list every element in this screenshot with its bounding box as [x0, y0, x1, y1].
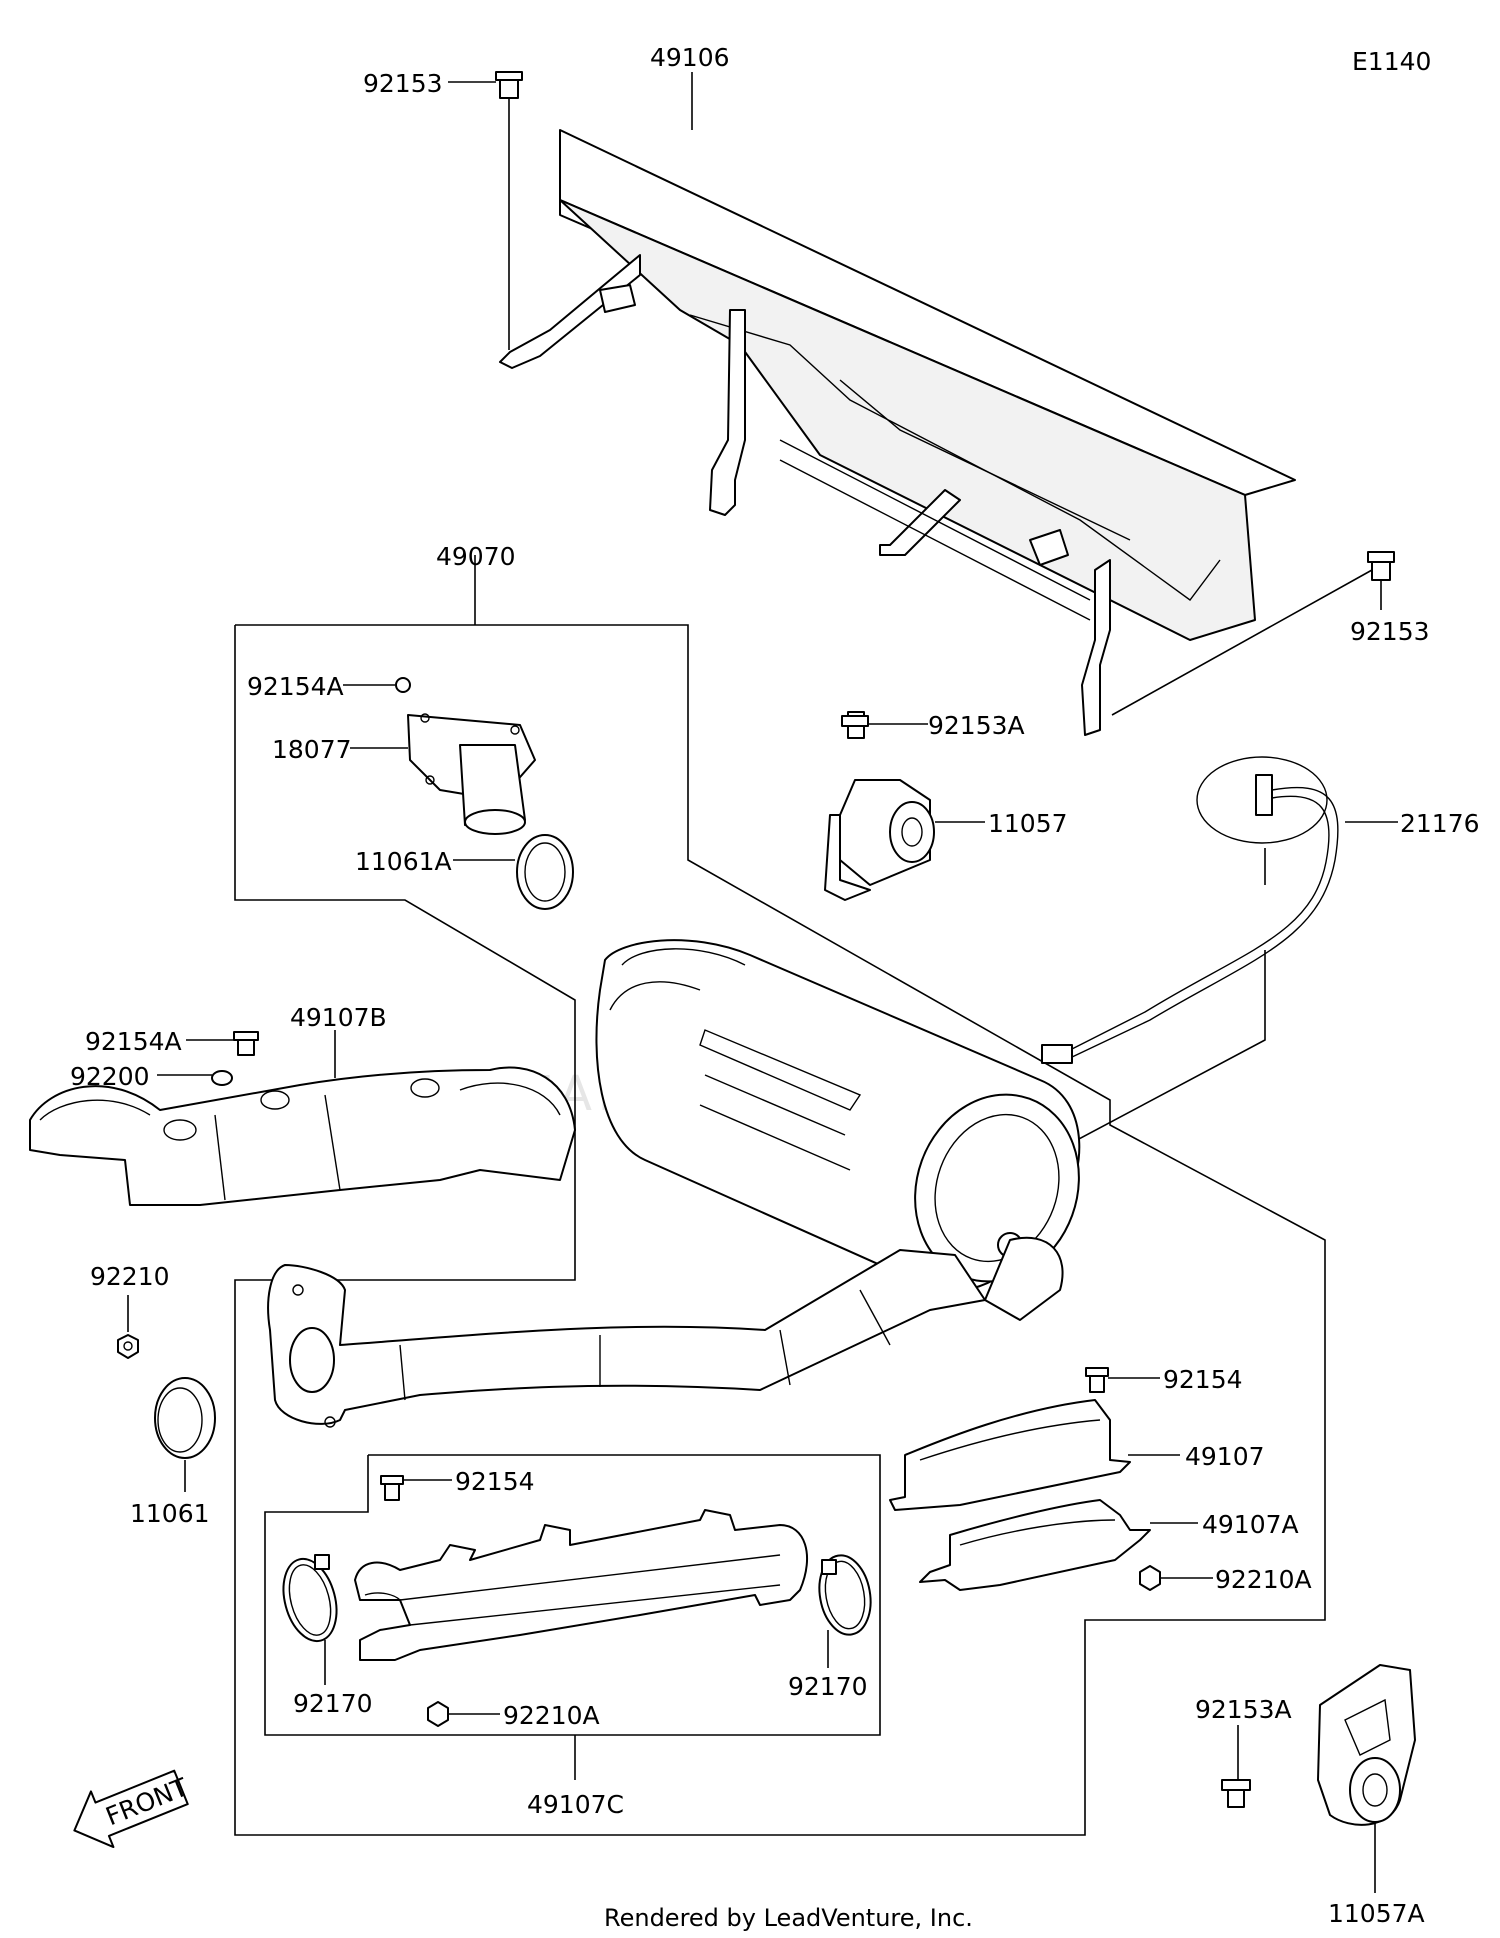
label-49107c: 49107C — [527, 1790, 624, 1819]
label-11061: 11061 — [130, 1499, 210, 1528]
label-49107b: 49107B — [290, 1003, 387, 1032]
bolt-92154-inner[interactable] — [380, 1475, 404, 1501]
cover-49107a[interactable] — [919, 1499, 1151, 1591]
bolt-92154a-top[interactable] — [395, 677, 411, 693]
label-92210a-right: 92210A — [1215, 1565, 1312, 1594]
bracket-11057a[interactable] — [1317, 1664, 1416, 1826]
bolt-92153a-mid[interactable] — [841, 711, 869, 739]
front-arrow-icon: FRONT — [73, 1769, 192, 1849]
cover-49107b[interactable] — [29, 1066, 576, 1206]
exhaust-pipe[interactable] — [267, 1249, 986, 1428]
label-92210a-inner: 92210A — [503, 1701, 600, 1730]
label-92154a-left: 92154A — [85, 1027, 182, 1056]
bolt-92153-right[interactable] — [1367, 551, 1395, 581]
bolt-92153a-bottom[interactable] — [1221, 1779, 1251, 1808]
label-49107a: 49107A — [1202, 1510, 1299, 1539]
nut-92210a-inner[interactable] — [427, 1701, 449, 1727]
diagram-code: E1140 — [1352, 47, 1431, 76]
clamp-92170-right[interactable] — [813, 1551, 876, 1638]
label-11057: 11057 — [988, 809, 1068, 838]
clamp-92170-left[interactable] — [275, 1553, 345, 1647]
label-18077: 18077 — [272, 735, 352, 764]
label-49107: 49107 — [1185, 1442, 1265, 1471]
footer-text: Rendered by LeadVenture, Inc. — [604, 1904, 973, 1932]
bolt-92154-right[interactable] — [1085, 1367, 1109, 1393]
label-49106: 49106 — [650, 43, 730, 72]
label-92210: 92210 — [90, 1262, 170, 1291]
label-92153a-bottom: 92153A — [1195, 1695, 1292, 1724]
gasket-11061a[interactable] — [516, 834, 574, 910]
pipe-18077[interactable] — [407, 713, 536, 835]
label-92154a-top: 92154A — [247, 672, 344, 701]
label-11061a: 11061A — [355, 847, 452, 876]
heat-guard-49106[interactable] — [499, 129, 1296, 736]
label-92154-right: 92154 — [1163, 1365, 1243, 1394]
label-92154-inner: 92154 — [455, 1467, 535, 1496]
o2-sensor-21176[interactable] — [1041, 756, 1339, 1064]
nut-92210[interactable] — [117, 1334, 139, 1359]
muffler-body[interactable] — [595, 939, 1104, 1321]
label-92153-top: 92153 — [363, 69, 443, 98]
cover-49107[interactable] — [889, 1399, 1131, 1511]
label-92170-left: 92170 — [293, 1689, 373, 1718]
label-21176: 21176 — [1400, 809, 1480, 838]
label-92200: 92200 — [70, 1062, 150, 1091]
label-11057a: 11057A — [1328, 1899, 1425, 1928]
washer-92200[interactable] — [211, 1070, 233, 1086]
gasket-11061[interactable] — [154, 1377, 216, 1459]
sub-assembly-outline-49107c — [264, 1454, 881, 1736]
assembly-outline-49070 — [234, 624, 1326, 1836]
cover-49107c[interactable] — [354, 1509, 809, 1661]
label-92153-right: 92153 — [1350, 617, 1430, 646]
label-92170-right: 92170 — [788, 1672, 868, 1701]
bracket-11057[interactable] — [824, 779, 935, 901]
label-92153a-mid: 92153A — [928, 711, 1025, 740]
nut-92210a-right[interactable] — [1139, 1565, 1161, 1591]
label-49070: 49070 — [436, 542, 516, 571]
bolt-92153-top-left[interactable] — [495, 71, 523, 99]
bolt-92154a-left[interactable] — [233, 1031, 259, 1056]
